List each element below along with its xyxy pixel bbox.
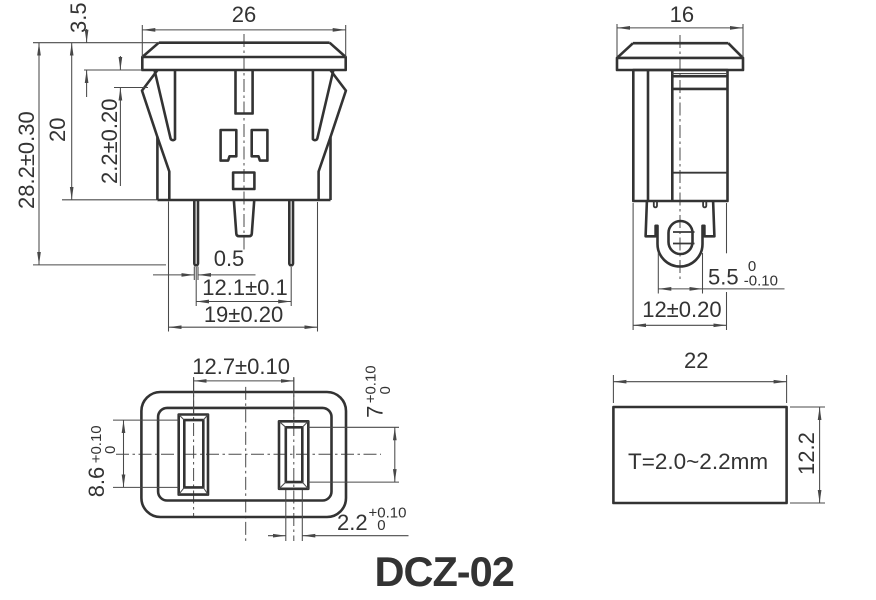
svg-text:12.2: 12.2 xyxy=(794,432,819,475)
svg-text:19±0.20: 19±0.20 xyxy=(204,302,283,327)
svg-text:0.5: 0.5 xyxy=(214,246,245,271)
svg-text:0: 0 xyxy=(102,446,119,454)
svg-text:0: 0 xyxy=(377,386,394,394)
svg-text:16: 16 xyxy=(670,2,694,27)
svg-text:T=2.0~2.2mm: T=2.0~2.2mm xyxy=(628,449,768,474)
svg-text:22: 22 xyxy=(684,348,708,373)
svg-text:-0.10: -0.10 xyxy=(744,273,778,290)
svg-text:+0.10: +0.10 xyxy=(369,505,407,522)
svg-text:2.2±0.20: 2.2±0.20 xyxy=(97,99,122,184)
svg-text:12.1±0.1: 12.1±0.1 xyxy=(202,275,287,300)
svg-text:5.5: 5.5 xyxy=(708,265,739,290)
svg-text:0: 0 xyxy=(377,517,385,534)
svg-text:2.2: 2.2 xyxy=(337,510,368,535)
svg-text:12±0.20: 12±0.20 xyxy=(642,297,721,322)
svg-text:+0.10: +0.10 xyxy=(362,365,379,403)
svg-text:3.5: 3.5 xyxy=(66,2,91,33)
svg-text:28.2±0.30: 28.2±0.30 xyxy=(14,111,39,209)
svg-text:20: 20 xyxy=(45,118,70,142)
svg-text:DCZ-02: DCZ-02 xyxy=(375,548,514,595)
svg-text:+0.10: +0.10 xyxy=(88,425,105,463)
svg-text:8.6: 8.6 xyxy=(84,467,109,498)
svg-text:12.7±0.10: 12.7±0.10 xyxy=(192,354,290,379)
svg-text:7: 7 xyxy=(362,406,387,418)
svg-text:0: 0 xyxy=(748,258,756,275)
svg-text:26: 26 xyxy=(232,2,256,27)
